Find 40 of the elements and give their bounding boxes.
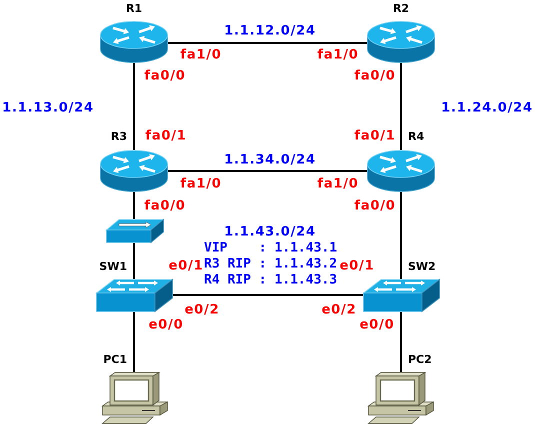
link-line bbox=[168, 170, 367, 172]
interface-label: e0/1 bbox=[168, 258, 204, 274]
interface-label: e0/2 bbox=[322, 302, 356, 318]
interface-label: fa1/0 bbox=[317, 48, 359, 62]
device-label: SW1 bbox=[99, 260, 127, 272]
device-label: R3 bbox=[110, 130, 127, 142]
address-note: R3 RIP : 1.1.43.2 bbox=[204, 256, 338, 272]
interface-label: fa1/0 bbox=[180, 48, 222, 62]
interface-label: fa1/0 bbox=[317, 176, 359, 192]
interface-label: fa0/0 bbox=[354, 198, 396, 214]
device-label: SW2 bbox=[408, 260, 436, 272]
link-line bbox=[133, 192, 135, 219]
address-note: VIP : 1.1.43.1 bbox=[204, 240, 338, 256]
interface-label: fa0/0 bbox=[144, 68, 186, 84]
device-label: PC2 bbox=[408, 352, 432, 366]
device-label: PC1 bbox=[103, 352, 127, 366]
interface-label: e0/1 bbox=[340, 258, 374, 274]
link-line bbox=[133, 243, 135, 279]
subnet-label: 1.1.12.0/24 bbox=[224, 24, 316, 38]
interface-label: fa0/0 bbox=[354, 68, 396, 84]
device-label: R1 bbox=[126, 2, 142, 14]
interface-label: fa0/0 bbox=[144, 198, 186, 214]
interface-label: e0/0 bbox=[148, 318, 184, 332]
link-line bbox=[400, 192, 402, 279]
subnet-label: 1.1.34.0/24 bbox=[224, 152, 316, 168]
subnet-label: 1.1.24.0/24 bbox=[441, 100, 533, 116]
link-line bbox=[173, 294, 363, 296]
interface-label: fa0/1 bbox=[354, 128, 396, 144]
address-note: R4 RIP : 1.1.43.3 bbox=[204, 272, 338, 288]
interface-label: fa1/0 bbox=[180, 176, 222, 192]
interface-label: e0/2 bbox=[184, 302, 220, 318]
interface-label: e0/0 bbox=[360, 318, 394, 332]
device-label: R2 bbox=[392, 2, 410, 14]
interface-label: fa0/1 bbox=[145, 128, 187, 144]
device-label: R4 bbox=[408, 130, 424, 142]
link-line bbox=[400, 312, 402, 372]
subnet-label: 1.1.43.0/24 bbox=[224, 224, 316, 240]
subnet-label: 1.1.13.0/24 bbox=[2, 100, 94, 116]
link-line bbox=[133, 312, 135, 372]
link-line bbox=[168, 42, 367, 44]
